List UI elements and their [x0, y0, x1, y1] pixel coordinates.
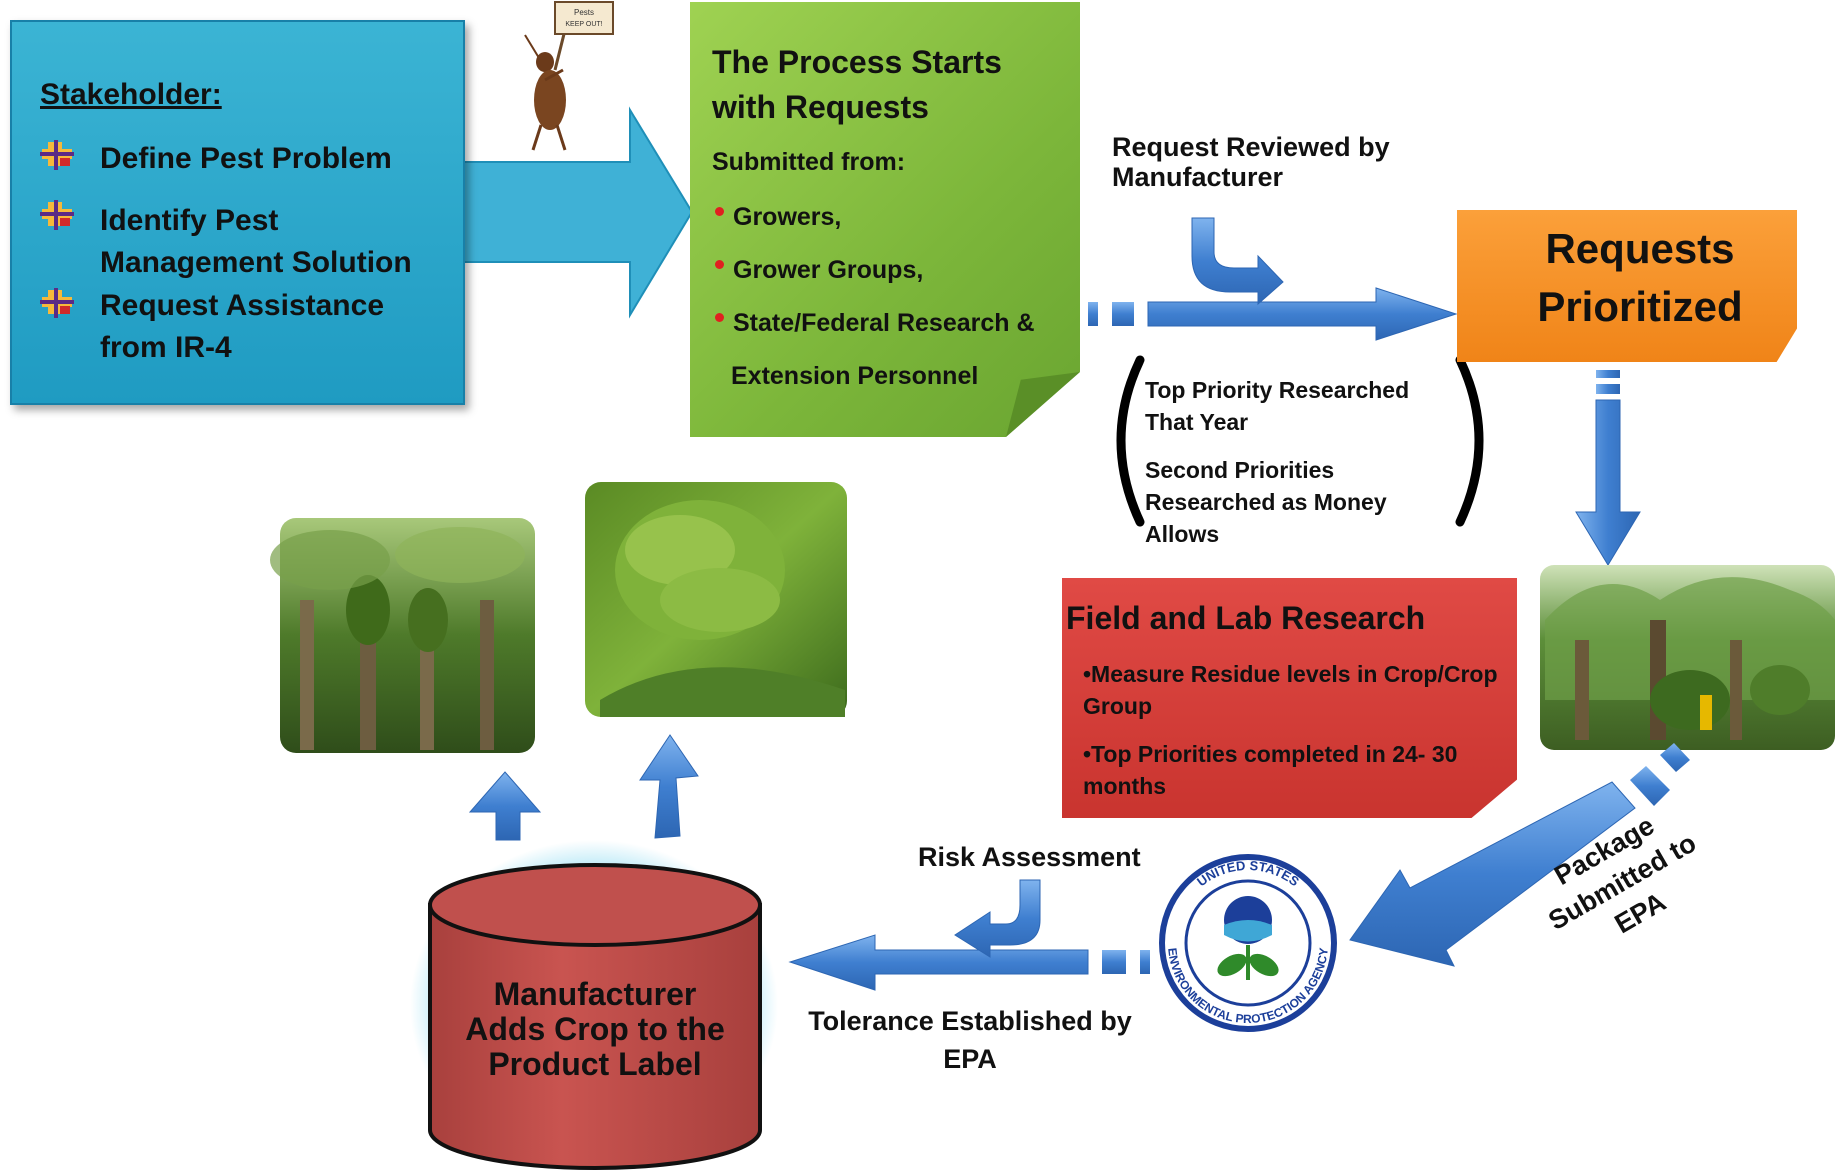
source-state-federal: State/Federal Research & [733, 309, 1035, 337]
research-title: Field and Lab Research [1066, 600, 1426, 636]
red-bullet [715, 313, 724, 322]
risk-label: Risk Assessment [918, 842, 1141, 872]
arrow-up-right [639, 734, 699, 839]
stakeholder-item-define: Define Pest Problem [100, 142, 392, 175]
red-bullet [715, 260, 724, 269]
requests-submitted-from: Submitted from: [712, 148, 906, 176]
source-grower-groups: Grower Groups, [733, 256, 924, 284]
arrow-up-left [468, 771, 542, 841]
review-label: Request Reviewed by Manufacturer [1112, 132, 1390, 192]
stakeholder-item-request: Request Assistance from IR-4 [100, 289, 385, 364]
photo-papaya [270, 518, 535, 753]
svg-text:ENVIRONMENTAL PROTECTION AGENC: ENVIRONMENTAL PROTECTION AGENCY [1165, 947, 1331, 1026]
left-paren [1116, 355, 1145, 527]
source-growers: Growers, [733, 203, 842, 231]
arrow-prioritized-down [1575, 370, 1641, 566]
stakeholder-title: Stakeholder: [40, 78, 222, 111]
requests-box [690, 2, 1080, 437]
arrow-requests-to-prioritized [1088, 287, 1458, 341]
arrow-risk-curve [954, 879, 1041, 958]
stakeholder-item-identify: Identify Pest Management Solution [100, 204, 412, 279]
research-item-residue: •Measure Residue levels in Crop/Crop Gro… [1083, 661, 1498, 719]
research-box [1062, 578, 1517, 818]
priority-note-second: Second Priorities Researched as Money Al… [1145, 457, 1387, 547]
arrow-review-curve [1191, 217, 1284, 306]
product-label-cylinder [410, 840, 778, 1170]
epa-seal [1159, 854, 1337, 1032]
arrow-epa-to-cylinder [788, 934, 1150, 991]
tolerance-label: Tolerance Established by EPA [808, 1006, 1132, 1074]
svg-text:UNITED STATES: UNITED STATES [1194, 858, 1302, 890]
pest-mascot-icon: Pests KEEP OUT! [524, 1, 614, 151]
photo-plantation [1540, 565, 1835, 750]
right-paren [1455, 355, 1484, 527]
epa-seal-top-text: UNITED STATES [1194, 858, 1302, 890]
stakeholder-box [10, 20, 465, 405]
priority-note-top: Top Priority Researched That Year [1145, 377, 1410, 435]
photo-bananas [585, 482, 847, 717]
bullet-plus-icon [40, 200, 74, 230]
epa-seal-bottom-text: ENVIRONMENTAL PROTECTION AGENCY [1165, 947, 1331, 1026]
research-item-priorities: •Top Priorities completed in 24- 30 mont… [1083, 741, 1458, 799]
sign-line1: Pests [574, 8, 594, 17]
arrow-stakeholder-to-requests [454, 106, 694, 319]
cylinder-label: Manufacturer Adds Crop to the Product La… [465, 976, 725, 1082]
bullet-plus-icon [40, 288, 74, 318]
red-bullet [715, 207, 724, 216]
source-extension: Extension Personnel [731, 362, 979, 390]
prioritized-label: Requests Prioritized [1537, 225, 1743, 330]
prioritized-box [1457, 210, 1797, 362]
sign-line2: KEEP OUT! [565, 21, 602, 28]
arrow-package-to-epa [1349, 743, 1690, 967]
requests-title: The Process Starts with Requests [712, 44, 1002, 125]
bullet-plus-icon [40, 140, 74, 170]
